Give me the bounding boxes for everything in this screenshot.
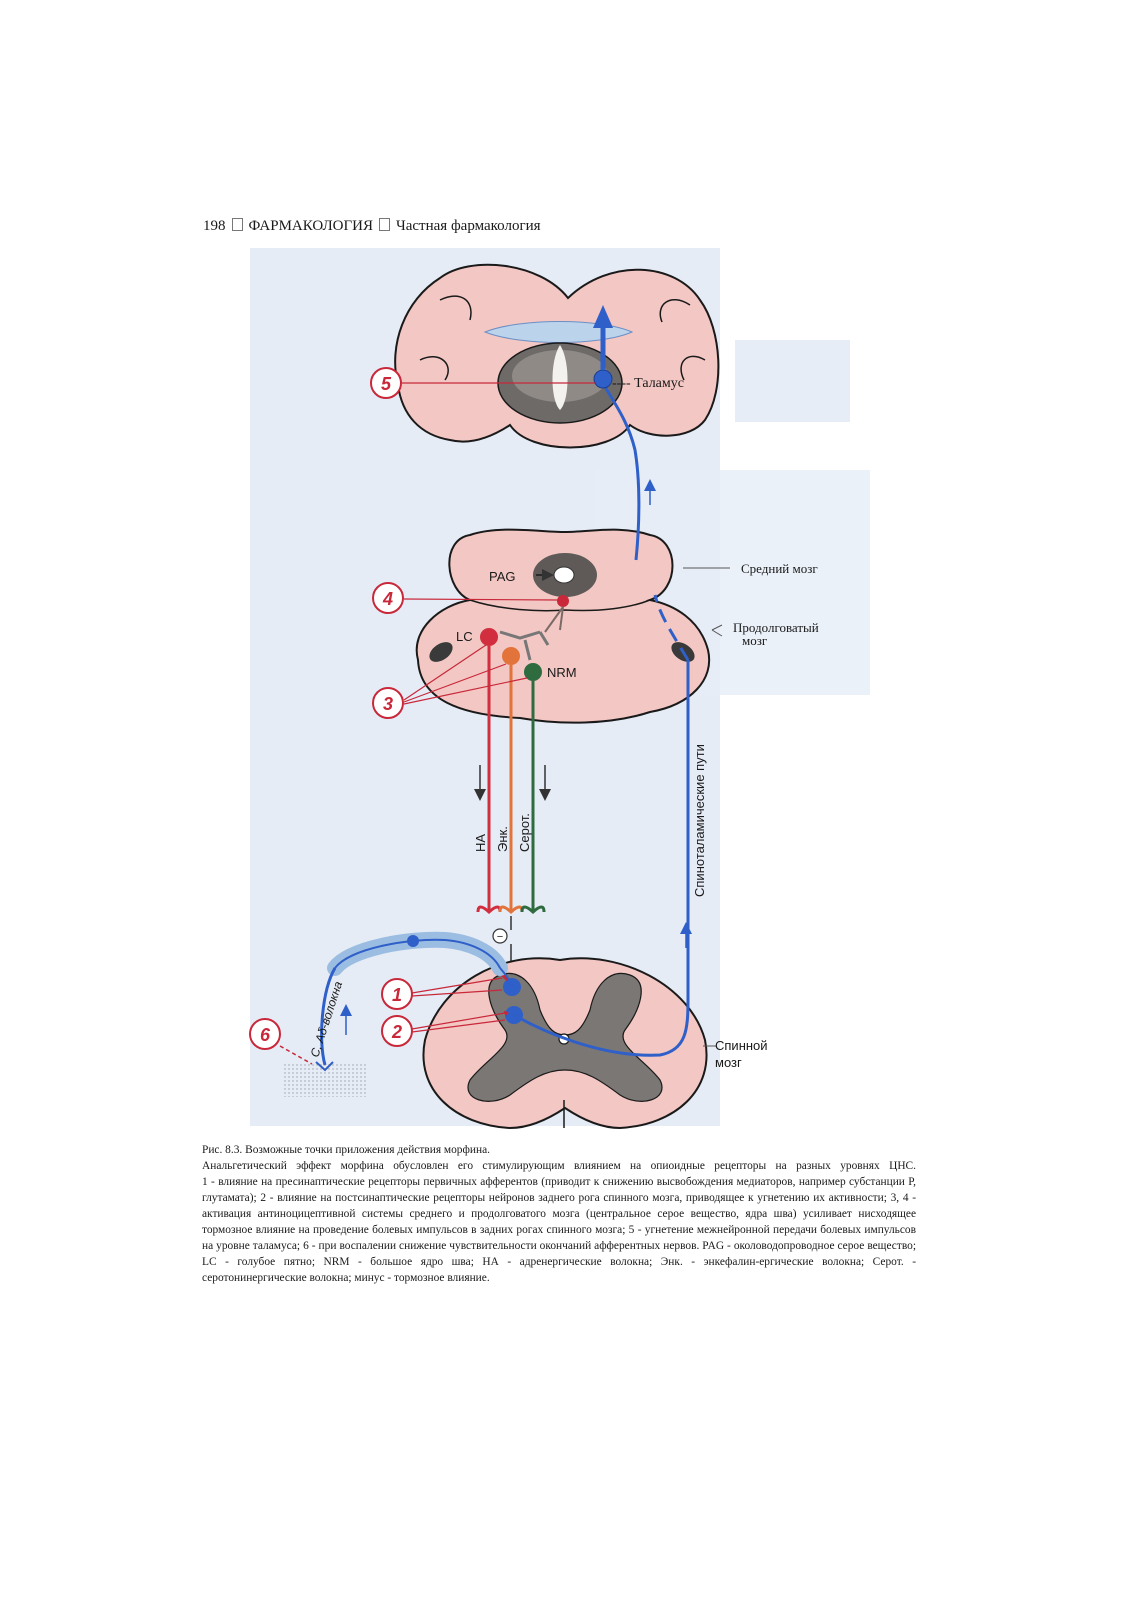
medulla-label-line2: мозг — [742, 633, 767, 648]
marker-4-leader — [403, 598, 559, 601]
spinal-label-line1: Спинной — [715, 1038, 768, 1053]
marker-4: 4 — [372, 582, 404, 614]
thalamocortical-arrowhead — [593, 305, 613, 328]
marker-1: 1 — [381, 978, 413, 1010]
marker-2-leader-b — [411, 1019, 506, 1033]
peripheral-fiber — [320, 967, 337, 1066]
minus-circle — [492, 928, 508, 944]
marker-1-leader-a — [411, 977, 503, 994]
synaptic-branches — [499, 630, 550, 661]
enk-label: Энк. — [495, 826, 510, 852]
pons-junction — [469, 599, 651, 612]
medulla-leader — [711, 624, 723, 637]
section-title: ФАРМАКОЛОГИЯ — [248, 218, 373, 234]
spinothalamic-tract-upper — [601, 382, 641, 561]
marker-3-leader-b — [403, 663, 507, 703]
thalamic-neuron — [593, 369, 613, 389]
postsynaptic-receptor — [503, 1010, 509, 1016]
running-head: 198 ФАРМАКОЛОГИЯ Частная фармакология — [203, 218, 541, 235]
thalamus-label: ---- Таламус — [612, 376, 684, 391]
midbrain-label: Средний мозг — [741, 561, 818, 576]
spinothalamic-tract-lower — [513, 660, 690, 1057]
marker-5: 5 — [370, 367, 402, 399]
marker-3: 3 — [372, 687, 404, 719]
presynaptic-receptor — [501, 973, 509, 982]
caption-lead: Анальгетический эффект морфина обусловле… — [202, 1160, 916, 1172]
marker-5-number: 5 — [381, 374, 392, 394]
spinothalamic-tract-dashed — [653, 594, 690, 661]
marker-3-leader-a — [403, 644, 487, 701]
separator-box — [378, 218, 390, 231]
nrm-label: NRM — [547, 665, 577, 680]
inhibitory-minus: − — [497, 931, 503, 943]
lc-neuron — [480, 628, 498, 646]
spinal-label-line2: мозг — [715, 1055, 742, 1070]
marker-1-leader-b — [411, 989, 503, 997]
na-terminal — [476, 905, 502, 915]
marker-6-leader — [279, 1045, 313, 1065]
marker-3-leader-c — [403, 677, 528, 705]
nrm-neuron — [524, 663, 542, 681]
caption-title: Рис. 8.3. Возможные точки приложения дей… — [202, 1144, 490, 1156]
caption-body: 1 - влияние на пресинаптические рецептор… — [202, 1176, 916, 1284]
spinothalamic-label: Спиноталамические пути — [692, 744, 707, 897]
pag-neuron — [557, 595, 569, 607]
enk-terminal — [498, 905, 524, 915]
separator-box — [231, 218, 243, 231]
skin-tissue — [282, 1064, 368, 1097]
gyri-lines — [419, 295, 706, 381]
marker-1-number: 1 — [392, 985, 402, 1005]
aqueduct — [553, 566, 575, 584]
page-number: 198 — [203, 218, 226, 234]
medulla-label-line1: Продолговатый — [733, 620, 819, 635]
pag-label: PAG — [489, 569, 516, 584]
serot-terminal — [520, 905, 546, 915]
marker-4-number: 4 — [382, 589, 393, 609]
marker-2: 2 — [381, 1015, 413, 1047]
third-ventricle — [552, 345, 568, 410]
subsection-title: Частная фармакология — [395, 218, 541, 234]
pag-projections — [544, 606, 564, 633]
marker-3-number: 3 — [383, 694, 393, 714]
marker-6-number: 6 — [260, 1025, 271, 1045]
marker-6: 6 — [249, 1018, 281, 1050]
enk-neuron — [502, 647, 520, 665]
na-label: НА — [473, 834, 488, 852]
drg-cell-body — [407, 935, 419, 947]
lc-label: LC — [456, 629, 473, 644]
marker-2-leader-a — [411, 1012, 506, 1030]
marker-2-number: 2 — [391, 1022, 402, 1042]
serot-label: Серот. — [517, 813, 532, 852]
afferent-fiber-axon — [334, 938, 501, 969]
olive-left — [429, 642, 453, 662]
figure-caption: Рис. 8.3. Возможные точки приложения дей… — [202, 1142, 916, 1286]
background-panel-thalamus — [735, 340, 850, 422]
afferent-terminal — [499, 967, 513, 988]
